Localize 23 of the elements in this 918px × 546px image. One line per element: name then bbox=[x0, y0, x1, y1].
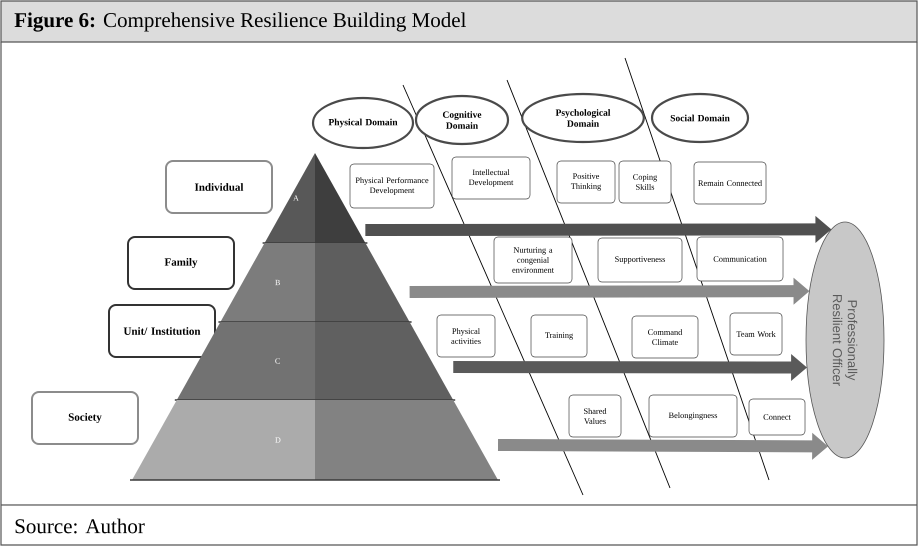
level-box: Individual bbox=[165, 160, 273, 214]
level-box: Unit/ Institution bbox=[108, 304, 216, 358]
factor-box: Intellectual Development bbox=[452, 156, 530, 200]
factor-box: Physical Performance Development bbox=[350, 164, 434, 208]
factor-box: Training bbox=[530, 314, 588, 358]
factor-box: Nurturing a congenial environment bbox=[494, 236, 572, 284]
level-box: Family bbox=[127, 236, 235, 290]
figure-title: Figure 6: Comprehensive Resilience Building Model bbox=[14, 12, 466, 32]
factor-box: Supportiveness bbox=[598, 238, 682, 282]
factor-box: Coping Skills bbox=[618, 160, 672, 204]
factor-box: Team Work bbox=[730, 312, 782, 356]
caption: Source: Author bbox=[16, 518, 145, 534]
pyramid-tier: B bbox=[218, 243, 412, 323]
factor-box: Remain Connected bbox=[694, 162, 766, 204]
factor-box: Shared Values bbox=[568, 394, 622, 438]
factor-box: Command Climate bbox=[632, 316, 698, 358]
factor-box: Physical activities bbox=[436, 314, 496, 358]
factor-box: Communication bbox=[696, 236, 784, 282]
factor-box: Belongingness bbox=[648, 394, 738, 438]
factor-box: Positive Thinking bbox=[556, 160, 616, 204]
level-box: Society bbox=[31, 391, 139, 445]
factor-box: Connect bbox=[748, 398, 806, 436]
pyramid-tier: D bbox=[130, 400, 500, 481]
